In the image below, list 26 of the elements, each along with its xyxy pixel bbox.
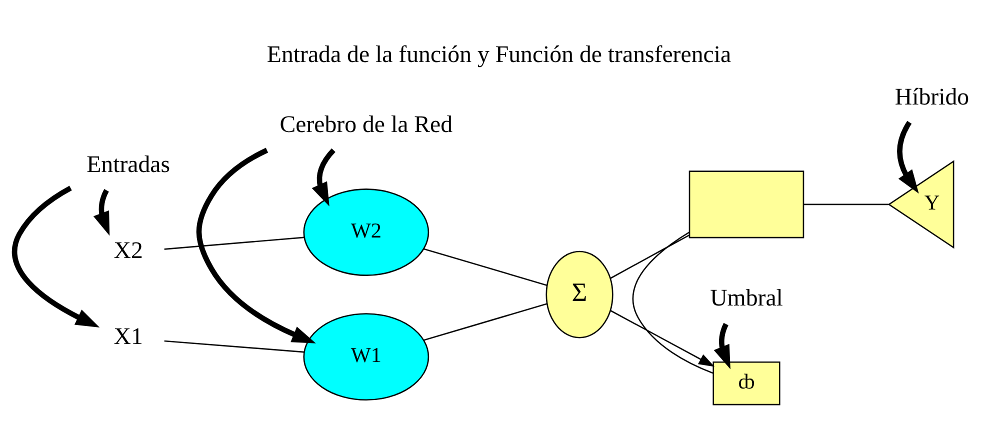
node-text: Híbrido bbox=[894, 84, 969, 110]
connector bbox=[164, 340, 304, 352]
node-box: ȸ bbox=[712, 360, 780, 405]
arrow bbox=[311, 148, 335, 206]
connector bbox=[423, 302, 547, 340]
node-box bbox=[688, 170, 804, 238]
node-text: X1 bbox=[113, 324, 142, 350]
arrow bbox=[896, 120, 918, 194]
node-text: Umbral bbox=[710, 285, 782, 312]
arrow bbox=[713, 322, 730, 369]
arrow bbox=[11, 185, 100, 328]
connector bbox=[423, 248, 547, 286]
node-text: X2 bbox=[113, 237, 142, 264]
arrow bbox=[196, 147, 316, 343]
node-ellipse: W1 bbox=[302, 312, 429, 400]
connector bbox=[632, 231, 713, 374]
arrow bbox=[610, 310, 714, 366]
node-text: Cerebro de la Red bbox=[279, 112, 452, 138]
connector bbox=[164, 236, 304, 250]
diagram-title: Entrada de la función y Función de transferencia bbox=[266, 41, 731, 68]
node-text: Entradas bbox=[86, 151, 170, 178]
node-ellipse: W2 bbox=[302, 188, 429, 276]
connector bbox=[610, 234, 690, 278]
node-ellipse: Σ bbox=[545, 250, 613, 338]
connector bbox=[803, 203, 888, 205]
arrow bbox=[92, 188, 110, 236]
